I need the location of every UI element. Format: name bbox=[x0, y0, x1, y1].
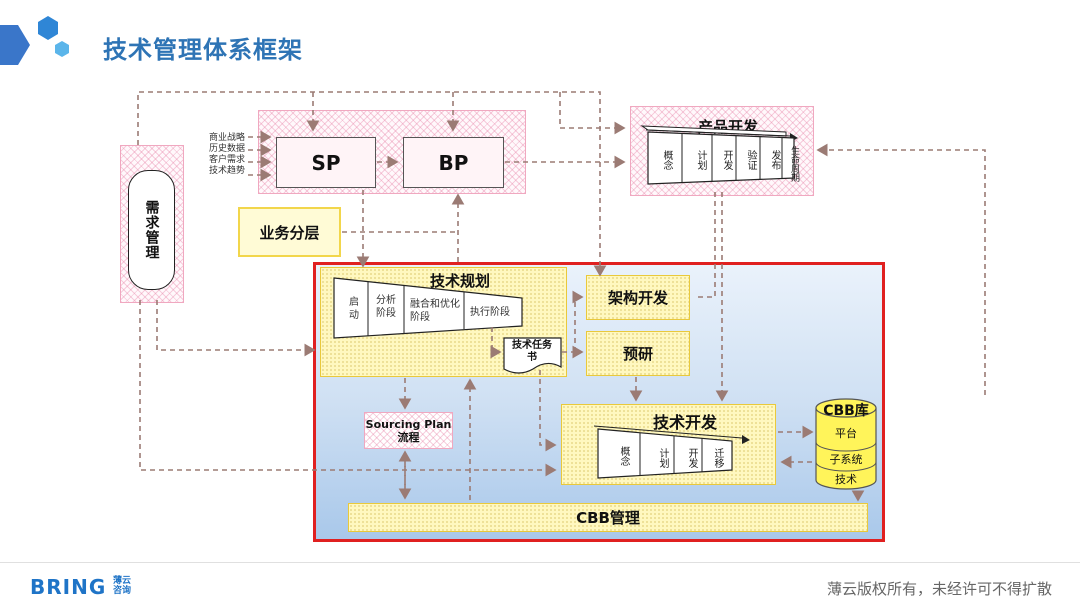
bp-box: BP bbox=[403, 137, 504, 188]
architecture-dev-box: 架构开发 bbox=[586, 275, 690, 320]
cbb-layer: 技术 bbox=[835, 473, 857, 486]
footer-divider bbox=[0, 562, 1080, 563]
logo-subtitle-line: 咨询 bbox=[113, 586, 132, 596]
page-title: 技术管理体系框架 bbox=[103, 36, 303, 64]
cbb-library-title: CBB库 bbox=[823, 403, 869, 419]
product-stage: 生命周期 bbox=[789, 146, 799, 182]
product-dev-stages-shape bbox=[640, 125, 798, 185]
cbb-layer: 子系统 bbox=[829, 453, 863, 466]
input-item: 商业战略 bbox=[209, 133, 246, 143]
product-stage: 验证 bbox=[745, 150, 756, 170]
tech-planning-stage: 分析阶段 bbox=[376, 295, 396, 319]
tech-dev-stage: 开发 bbox=[686, 448, 697, 468]
tech-planning-stage: 执行阶段 bbox=[470, 307, 510, 318]
sp-box: SP bbox=[276, 137, 376, 188]
product-stage: 开发 bbox=[721, 150, 732, 170]
cbb-management-box: CBB管理 bbox=[348, 503, 868, 532]
tech-planning-stage: 启动 bbox=[349, 297, 359, 321]
product-stage: 计划 bbox=[695, 150, 706, 170]
input-item: 技术趋势 bbox=[209, 166, 246, 176]
tech-dev-stage: 迁移 bbox=[712, 448, 723, 468]
tech-dev-stage: 计划 bbox=[657, 448, 668, 468]
cbb-layer: 平台 bbox=[835, 427, 857, 440]
input-list: 商业战略 历史数据 客户需求 技术趋势 bbox=[209, 133, 245, 177]
pre-research-box: 预研 bbox=[586, 331, 690, 376]
demand-management-label: 需求管理 bbox=[143, 200, 160, 260]
tech-planning-title: 技术规划 bbox=[429, 271, 490, 290]
header-hexagon-icon bbox=[0, 16, 69, 65]
tech-dev-stage: 概念 bbox=[618, 446, 629, 466]
sourcing-plan-box: Sourcing Plan流程 bbox=[364, 412, 453, 449]
input-item: 历史数据 bbox=[209, 144, 246, 154]
bring-logo: BRING bbox=[30, 575, 107, 599]
business-layer-box: 业务分层 bbox=[238, 207, 341, 257]
logo-subtitle: 薄云 咨询 bbox=[113, 576, 131, 596]
copyright-notice: 薄云版权所有，未经许可不得扩散 bbox=[826, 580, 1052, 598]
cbb-library-cylinder bbox=[815, 398, 877, 490]
product-stage: 概念 bbox=[661, 150, 672, 170]
tech-dev-stages-shape bbox=[593, 425, 750, 479]
input-item: 客户需求 bbox=[209, 155, 246, 165]
tech-dev-title: 技术开发 bbox=[652, 413, 717, 432]
logo-subtitle-line: 薄云 bbox=[113, 576, 132, 586]
tech-planning-stage: 融合和优化阶段 bbox=[410, 299, 460, 323]
product-stage: 发布 bbox=[769, 150, 780, 170]
task-book-label: 技术任务书 bbox=[512, 340, 552, 363]
demand-management-box: 需求管理 bbox=[128, 170, 175, 290]
